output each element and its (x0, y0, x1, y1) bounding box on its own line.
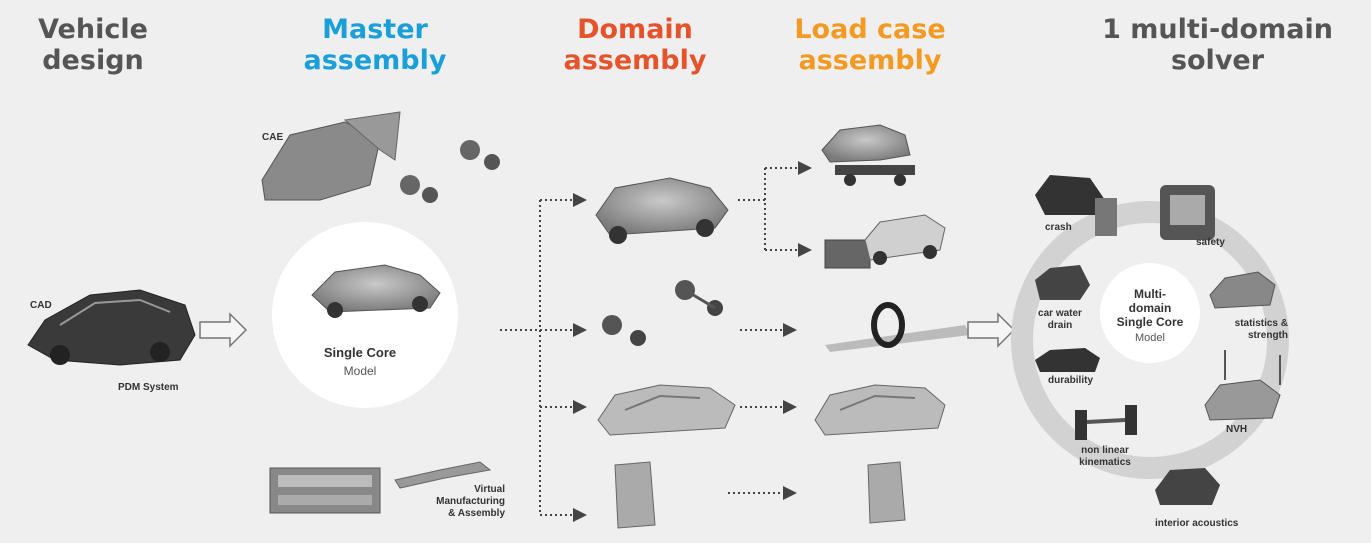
solver-nvh-icon (1204, 350, 1281, 421)
load-case-wheel (825, 302, 970, 352)
solver-safety-icon (1160, 185, 1215, 240)
single-core-title: Single Core (323, 345, 397, 360)
solver-label-crash: crash (1045, 222, 1072, 233)
solver-durability-icon (1035, 348, 1100, 372)
solver-crash-icon (1035, 175, 1117, 236)
solver-acoustics-icon (1155, 468, 1220, 505)
solver-label-nvh: NVH (1226, 424, 1248, 435)
single-core-model: Model (343, 364, 377, 378)
solver-label-durability: durability (1048, 375, 1094, 386)
multi-domain-model: Model (1135, 332, 1165, 344)
solver-ring (1011, 201, 1289, 479)
solver-statistics-icon (1209, 271, 1276, 309)
load-case-test-rig (821, 124, 915, 186)
master-circle (272, 222, 458, 408)
domain-door (614, 461, 656, 529)
load-case-body-frame (814, 384, 946, 436)
hollow-arrow-2 (967, 312, 1016, 348)
load-case-door (867, 461, 906, 524)
cad-car-frame (27, 289, 196, 366)
cae-parts (261, 111, 500, 203)
load-case-barrier (824, 214, 946, 269)
master-to-domain-connector (500, 193, 587, 522)
solver-car-water-icon (1035, 265, 1090, 300)
label-cae: CAE (262, 132, 284, 143)
hollow-arrow-1 (199, 312, 248, 348)
solver-label-statistics-strength: statistics & strength (1234, 318, 1288, 341)
domain-suspension (602, 280, 723, 346)
domain-full-car (595, 177, 729, 244)
solver-label-interior-acoustics: interior acoustics (1155, 518, 1239, 529)
solver-label-safety: safety (1196, 237, 1225, 248)
multi-domain-title: Multi- domain Single Core (1116, 287, 1184, 329)
solver-label-car-water-drain: car water drain (1038, 308, 1082, 331)
label-pdm-system: PDM System (118, 382, 179, 393)
label-virtual-manufacturing: Virtual Manufacturing & Assembly (436, 484, 505, 519)
manufacturing-parts (269, 461, 492, 514)
label-cad: CAD (30, 300, 52, 311)
domain-body-frame (597, 384, 736, 436)
solver-kinematics-icon (1075, 405, 1137, 440)
domain-to-load-connector (728, 161, 812, 500)
solver-center (1100, 263, 1200, 363)
master-car (311, 264, 441, 318)
solver-label-non-linear-kinematics: non linear kinematics (1079, 445, 1131, 468)
